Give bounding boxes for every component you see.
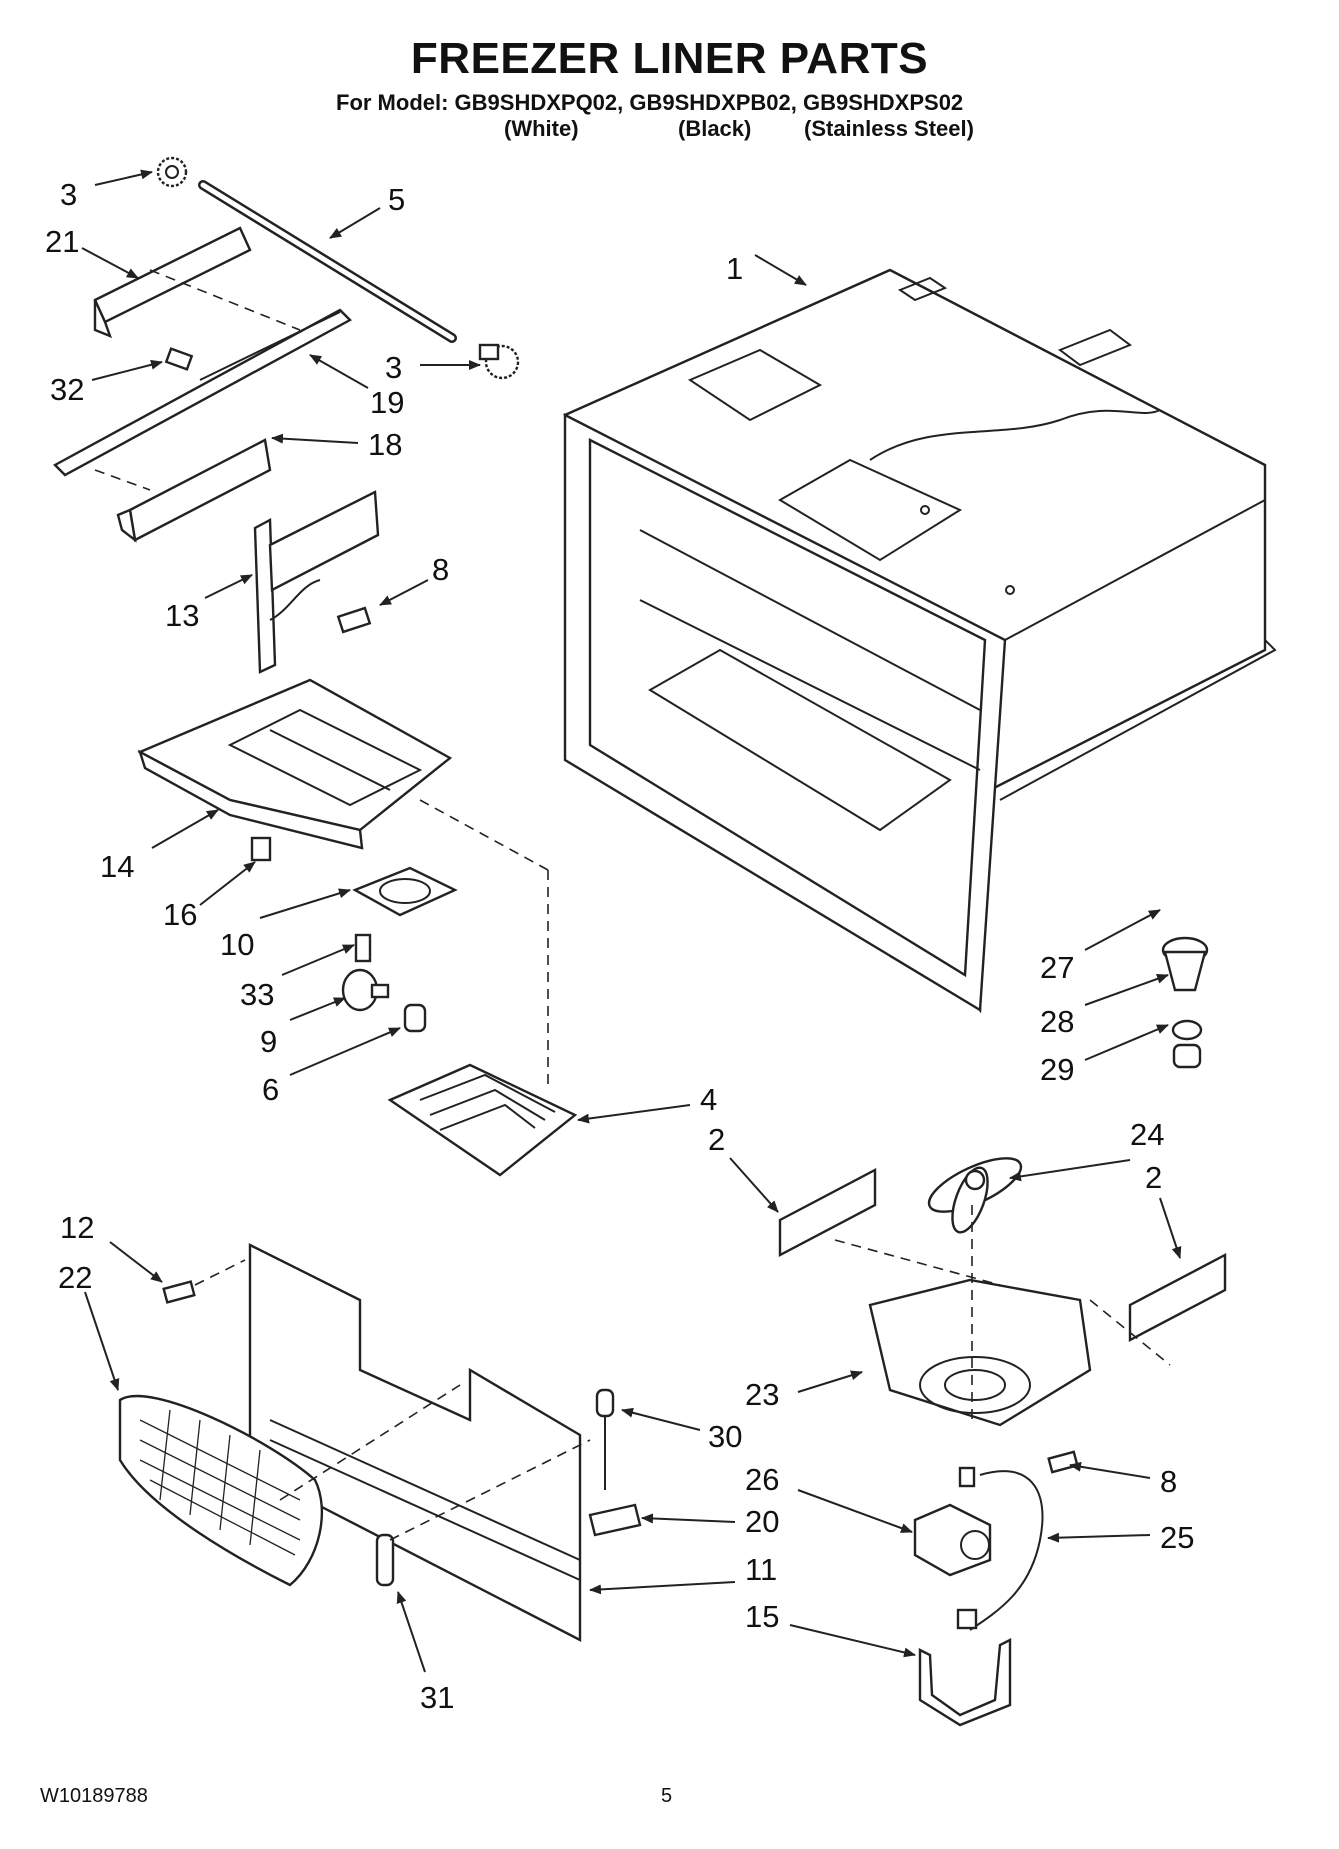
part-16-clip bbox=[250, 836, 272, 862]
part-20-foam-strip bbox=[588, 1503, 642, 1537]
part-6-socket bbox=[403, 1003, 427, 1033]
callout-2-right: 2 bbox=[1145, 1160, 1162, 1195]
part-33-screw bbox=[354, 933, 372, 963]
part-2-pad-right bbox=[1128, 1253, 1227, 1342]
callout-21: 21 bbox=[45, 224, 79, 259]
part-22-grille-cover bbox=[118, 1394, 324, 1587]
callout-3-top: 3 bbox=[60, 177, 77, 212]
page-title: FREEZER LINER PARTS bbox=[410, 34, 929, 83]
part-8-screw-upper bbox=[336, 606, 372, 634]
callout-33: 33 bbox=[240, 977, 274, 1012]
part-19-slide-rail bbox=[53, 308, 352, 477]
callout-3-lower: 3 bbox=[385, 350, 402, 385]
part-18-slide-rail bbox=[116, 438, 272, 543]
model-line: For Model: GB9SHDXPQ02, GB9SHDXPB02, GB9… bbox=[336, 90, 964, 115]
part-5-rod bbox=[198, 180, 457, 343]
doc-number: W10189788 bbox=[40, 1785, 148, 1807]
part-9-bulb bbox=[341, 968, 390, 1012]
callout-16: 16 bbox=[163, 897, 197, 932]
callout-8-upper: 8 bbox=[432, 552, 449, 587]
callout-15: 15 bbox=[745, 1599, 779, 1634]
callout-5: 5 bbox=[388, 182, 405, 217]
part-23-fan-shroud bbox=[868, 1278, 1092, 1427]
part-25-wire-harness bbox=[956, 1470, 1044, 1631]
part-8-screw-lower bbox=[1047, 1450, 1079, 1474]
part-12-screw bbox=[162, 1280, 196, 1304]
variant-stainless: (Stainless Steel) bbox=[804, 116, 974, 141]
part-11-evaporator-cover bbox=[248, 1243, 582, 1642]
callout-30: 30 bbox=[708, 1419, 742, 1454]
part-13-bracket bbox=[253, 490, 380, 674]
part-4-grille bbox=[387, 1063, 578, 1177]
part-26-motor bbox=[913, 1466, 992, 1577]
callout-18: 18 bbox=[368, 427, 402, 462]
part-1-freezer-liner bbox=[563, 268, 1277, 1014]
callout-12: 12 bbox=[60, 1210, 94, 1245]
part-31-defrost-sensor bbox=[375, 1533, 395, 1587]
callout-13: 13 bbox=[165, 598, 199, 633]
part-28-o-ring bbox=[1171, 1019, 1203, 1041]
callout-2-left: 2 bbox=[708, 1122, 725, 1157]
part-15-motor-bracket bbox=[918, 1638, 1012, 1727]
part-24-fan-blade bbox=[927, 1157, 1023, 1234]
part-number-arrows bbox=[81, 169, 1182, 1673]
callout-24: 24 bbox=[1130, 1117, 1164, 1152]
part-32-screw bbox=[164, 347, 194, 371]
part-3-gear-lower bbox=[478, 343, 520, 380]
callout-23: 23 bbox=[745, 1377, 779, 1412]
callout-1: 1 bbox=[726, 251, 743, 286]
callout-20: 20 bbox=[745, 1504, 779, 1539]
page-number: 5 bbox=[661, 1785, 673, 1807]
part-2-pad-left bbox=[778, 1168, 877, 1257]
part-3-gear-top bbox=[156, 156, 188, 188]
callout-32: 32 bbox=[50, 372, 84, 407]
part-14-tray-housing bbox=[137, 678, 453, 850]
callout-10: 10 bbox=[220, 927, 254, 962]
callout-26: 26 bbox=[745, 1462, 779, 1497]
part-21-slide-bracket bbox=[93, 226, 252, 339]
callout-4: 4 bbox=[700, 1082, 717, 1117]
callout-6: 6 bbox=[262, 1072, 279, 1107]
part-29-plug bbox=[1172, 1043, 1202, 1069]
callout-19: 19 bbox=[370, 385, 404, 420]
callout-8-lower: 8 bbox=[1160, 1464, 1177, 1499]
callout-25: 25 bbox=[1160, 1520, 1194, 1555]
callout-28: 28 bbox=[1040, 1004, 1074, 1039]
part-number-callouts: 3 5 21 1 32 3 19 18 8 13 14 16 10 33 9 6… bbox=[45, 177, 1194, 1715]
variant-white: (White) bbox=[504, 116, 579, 141]
callout-9: 9 bbox=[260, 1024, 277, 1059]
callout-29: 29 bbox=[1040, 1052, 1074, 1087]
part-30-sensor bbox=[595, 1388, 615, 1490]
callout-22: 22 bbox=[58, 1260, 92, 1295]
callout-11: 11 bbox=[745, 1552, 777, 1587]
callout-31: 31 bbox=[420, 1680, 454, 1715]
callout-14: 14 bbox=[100, 849, 134, 884]
callout-27: 27 bbox=[1040, 950, 1074, 985]
part-27-drain-cup bbox=[1161, 936, 1209, 992]
variant-black: (Black) bbox=[678, 116, 752, 141]
part-10-light-housing bbox=[352, 866, 458, 917]
